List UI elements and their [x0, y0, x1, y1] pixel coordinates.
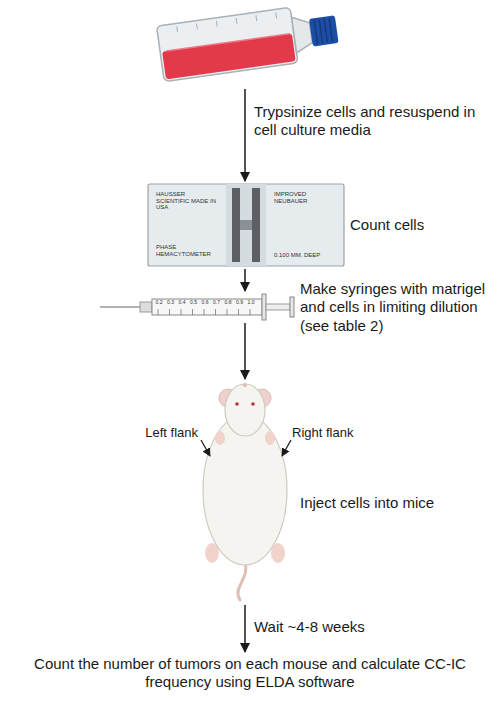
mouse-illustration — [203, 383, 287, 600]
syringe-illustration — [140, 302, 152, 312]
slide-print: IMPROVED NEUBAUER — [274, 191, 338, 204]
flank-label: Left flank — [136, 425, 198, 441]
scale-number: 0.2 — [154, 300, 164, 306]
flask-illustration — [162, 33, 296, 79]
syringe-image: Make syringes with matrigel and cells in… — [100, 294, 295, 320]
flask-illustration — [196, 24, 198, 30]
mouse-illustration — [243, 383, 247, 387]
hemocytometer-illustration — [240, 220, 252, 230]
slide-print: PHASE HEMACYTOMETER — [156, 244, 220, 257]
hemocytometer-illustration — [148, 184, 344, 266]
step-label: Count cells — [350, 216, 470, 234]
mouse-illustration — [235, 402, 239, 406]
syringe-illustration — [192, 309, 193, 315]
syringe-illustration — [227, 309, 228, 315]
mouse-illustration — [251, 402, 255, 406]
syringe-illustration — [181, 309, 182, 315]
flask-illustration — [176, 26, 178, 32]
flask-illustration — [157, 1, 341, 81]
mouse-illustration — [225, 384, 265, 436]
flask-illustration — [314, 20, 317, 44]
flank-leader — [201, 440, 210, 456]
syringe-illustration — [204, 309, 205, 315]
hemocytometer-illustration — [226, 184, 266, 266]
flask-illustration — [157, 7, 298, 81]
hemocytometer-illustration — [148, 184, 344, 266]
hemocytometer-illustration — [232, 188, 240, 262]
flask-illustration — [255, 15, 257, 21]
hemocytometer-illustration — [252, 188, 260, 262]
mouse-illustration — [265, 431, 275, 445]
syringe-illustration — [250, 309, 251, 315]
syringe-illustration — [100, 294, 294, 320]
flow-arrow — [244, 89, 246, 181]
flask-illustration — [324, 19, 327, 43]
syringe-illustration — [169, 309, 170, 315]
scale-number: 1.0 — [246, 300, 256, 306]
scale-number: 0.7 — [212, 300, 222, 306]
slide-print: 0.100 MM. DEEP — [274, 252, 338, 259]
syringe-illustration — [158, 309, 159, 315]
flask-illustration — [329, 18, 332, 42]
scale-number: 0.5 — [189, 300, 199, 306]
syringe-illustration — [266, 304, 290, 310]
step-label: Trypsinize cells and resuspend in cell c… — [254, 103, 492, 140]
flow-arrow — [244, 605, 246, 652]
result-label: Count the number of tumors on each mouse… — [30, 655, 470, 692]
step-label: Wait ~4-8 weeks — [254, 618, 424, 636]
mouse-illustration — [215, 431, 225, 445]
syringe-illustration — [262, 294, 266, 320]
step-label: Inject cells into mice — [300, 494, 460, 512]
scale-number: 0.4 — [177, 300, 187, 306]
flow-arrow — [244, 323, 246, 379]
flask-illustration — [166, 34, 290, 51]
syringe-illustration — [100, 306, 140, 308]
scale-number: 0.6 — [200, 300, 210, 306]
mouse-image: Left flankRight flankInject cells into m… — [200, 382, 290, 602]
flank-leader — [201, 440, 291, 456]
scale-number: 0.8 — [223, 300, 233, 306]
syringe-illustration — [158, 309, 250, 315]
flank-label: Right flank — [292, 425, 372, 441]
flask-illustration — [275, 12, 277, 18]
mouse-illustration — [238, 563, 246, 600]
flask-image — [150, 2, 345, 86]
syringe-illustration — [152, 299, 262, 315]
flow-arrow — [244, 269, 246, 291]
flask-illustration — [319, 19, 322, 43]
flank-leader — [282, 440, 291, 456]
scale-number: 0.9 — [235, 300, 245, 306]
result-text: Count the number of tumors on each mouse… — [30, 655, 470, 694]
flask-illustration — [236, 18, 238, 24]
scale-number: 0.3 — [166, 300, 176, 306]
flask-illustration — [177, 12, 277, 32]
syringe-illustration — [215, 309, 216, 315]
slide-print: HAUSSER SCIENTIFIC MADE IN USA — [156, 191, 218, 211]
syringe-illustration — [290, 297, 294, 317]
flask-illustration — [309, 15, 339, 46]
syringe-illustration — [238, 309, 239, 315]
flask-illustration — [216, 21, 218, 27]
step-label: Make syringes with matrigel and cells in… — [300, 280, 494, 335]
mouse-illustration — [203, 415, 287, 565]
flask-illustration — [314, 18, 332, 44]
